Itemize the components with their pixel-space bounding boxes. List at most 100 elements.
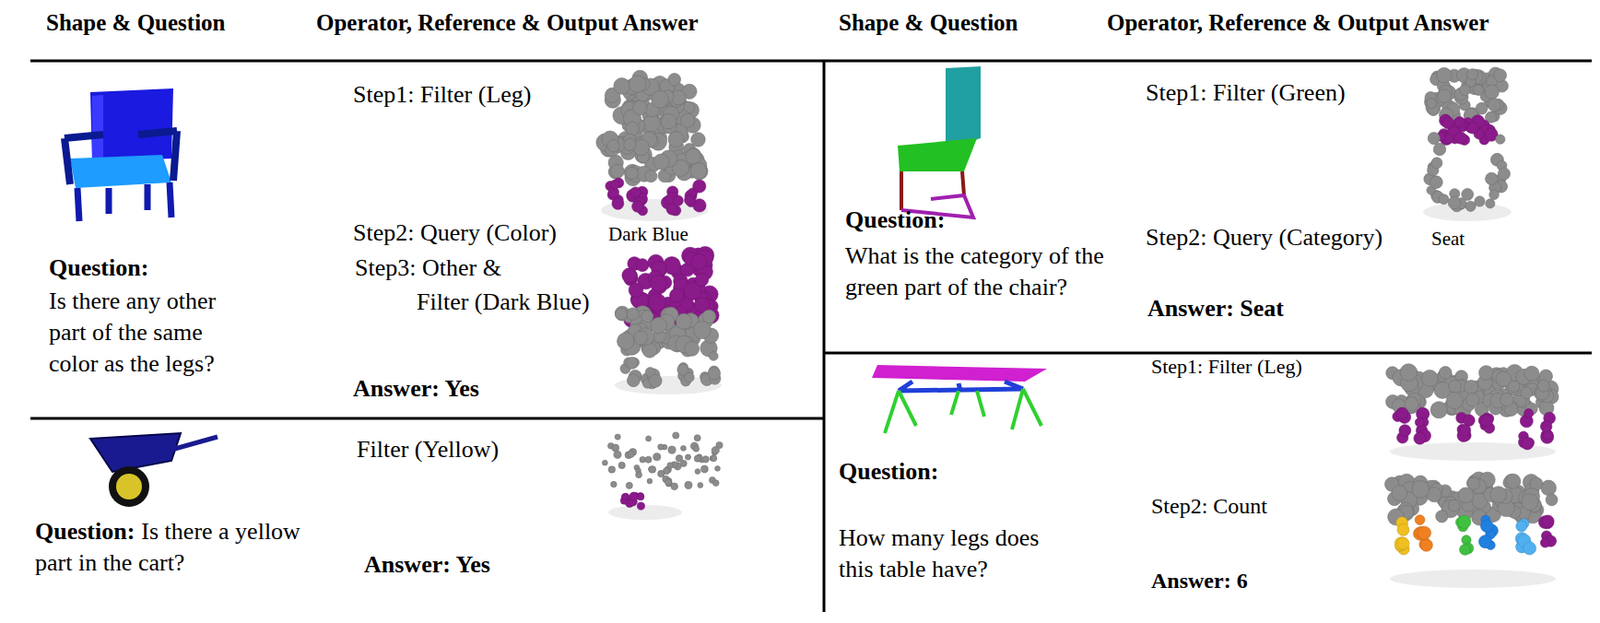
bold-label: Answer: Seat [1147,293,1284,325]
cloud-point [1458,487,1474,504]
cloud-point [614,305,630,321]
cloud-point [648,374,662,388]
cloud-point [1479,535,1493,549]
step-label: Step1: Filter (Leg) [1151,353,1303,381]
cloud-point [1541,430,1554,444]
step-label: Step2: Query (Color) [352,217,557,249]
cloud-point [617,332,636,351]
cloud-point [670,482,679,491]
cloud-point [610,179,620,189]
cloud-point [643,114,661,132]
cloud-shadow [1389,569,1556,589]
cloud-point [618,461,625,469]
cloud-point [1485,172,1499,186]
cloud-point [607,139,620,152]
cloud-point [625,166,638,179]
cloud-point [613,78,631,95]
cloud-point [685,148,702,165]
cloud-point [1465,200,1476,212]
cloud-point [697,482,704,489]
cloud-point [707,367,720,380]
cloud-point [677,364,689,376]
cloud-point [668,131,684,148]
cloud-point [1426,97,1437,108]
column-header: Operator, Reference & Output Answer [316,8,699,39]
step-label: Dark Blue [608,222,689,248]
bold-label: Answer: 6 [1151,566,1248,596]
cloud-point [710,455,718,462]
cloud-shadow [608,505,683,520]
cloud-point [611,444,620,452]
cloud-point [1442,117,1455,130]
cloud-point [647,478,653,484]
cloud-point [684,454,691,460]
cloud-point [702,456,709,463]
cloud-point [1467,122,1479,134]
cloud-point [658,444,664,450]
cloud-point [636,493,645,501]
cloud-point [1437,89,1452,104]
cloud-point [675,313,692,330]
cloud-point [1485,199,1495,209]
cloud-point [680,459,687,467]
cloud-point [1420,539,1433,552]
green-chair [897,66,981,218]
chair-seat [897,138,977,172]
table-legs [884,388,1042,434]
step-label: Step2: Count [1151,492,1268,521]
cart-tire [108,466,150,507]
chair-arms [64,130,177,185]
cloud-point [708,351,718,361]
cloud-point [1431,157,1443,169]
cloud-point [1454,117,1466,129]
cloud-point [693,321,711,340]
cart-wheel [116,473,142,500]
cloud-point [1459,543,1471,555]
cloud-point [1458,515,1471,529]
cloud-point [614,307,627,320]
cloud-point [1436,67,1452,83]
cloud-point [625,357,638,370]
cloud-point [1404,397,1419,412]
cloud-point [635,258,649,272]
cloud-point [1438,194,1449,205]
cloud-point [1494,69,1507,83]
cloud-point [622,268,637,283]
cloud-point [648,466,657,474]
table-top [871,364,1048,382]
cloud-point [1540,538,1550,548]
cloud-point [628,282,644,298]
cloud-point [1430,401,1448,419]
bold-label: Question: [845,204,945,236]
cloud-point [627,450,635,458]
cloud-point [648,293,667,311]
cloud-point [1430,176,1444,189]
cloud-point [1463,379,1478,394]
question-text: What is the category of the green part o… [845,240,1108,304]
cloud-point [1448,379,1462,393]
cloud-point [635,471,643,479]
cloud-point [694,435,701,442]
cloud-point [702,309,717,324]
cloud-point [1472,84,1484,96]
cloud-point [634,330,648,345]
cloud-point [1391,485,1408,502]
cloud-point [672,432,680,439]
step-label: Filter (Dark Blue) [416,286,590,318]
bold-label: Answer: Yes [352,373,480,405]
cloud-point [1520,387,1533,400]
cloud-point [691,132,706,147]
cloud-point [668,446,676,454]
cloud-point [1495,371,1512,388]
cloud-point [1474,196,1485,207]
cloud-point [1454,131,1467,144]
cloud-point [694,272,708,286]
question-text: How many legs does this table have? [838,522,1070,586]
cloud-point [1480,519,1494,533]
cloud-point [700,465,708,473]
cloud-point [636,502,645,510]
cloud-point [1447,196,1461,210]
step-label: Step1: Filter (Green) [1145,77,1346,109]
cloud-point [666,203,678,215]
table [871,364,1048,434]
